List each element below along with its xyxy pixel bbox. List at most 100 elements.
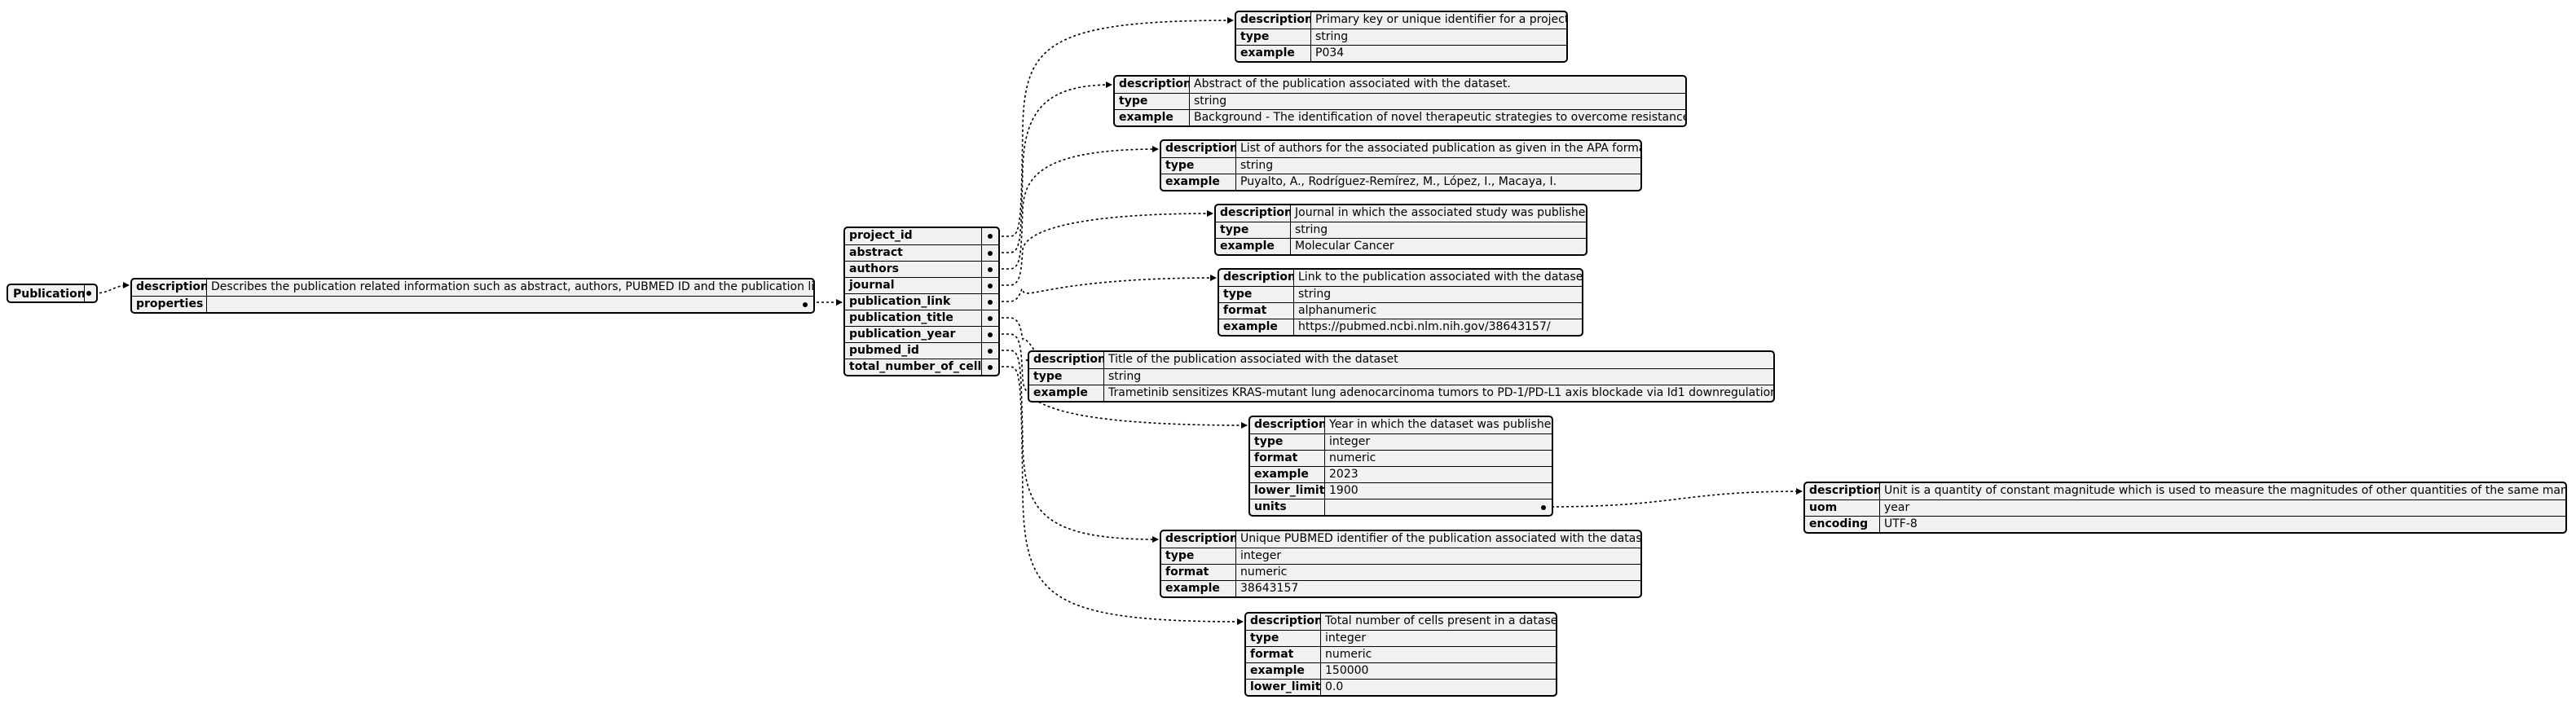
- detail-key: example: [1029, 385, 1104, 401]
- property-name: abstract: [845, 245, 982, 261]
- detail-key: format: [1250, 451, 1325, 466]
- detail-value: UTF-8: [1884, 517, 1918, 530]
- detail-key: lower_limit: [1246, 680, 1321, 695]
- detail-key: example: [1250, 467, 1325, 482]
- root-connector-dot: [86, 291, 91, 296]
- property-name: pubmed_id: [845, 343, 982, 359]
- detail-value: https://pubmed.ncbi.nlm.nih.gov/38643157…: [1298, 320, 1551, 333]
- property-name: authors: [845, 262, 982, 277]
- property-connector-dot: [988, 300, 993, 305]
- property-row-total-number-of-cells[interactable]: total_number_of_cells: [845, 359, 998, 375]
- detail-row-example: example https://pubmed.ncbi.nlm.nih.gov/3…: [1219, 319, 1582, 335]
- property-connector-dot: [988, 234, 993, 239]
- detail-key: description: [1246, 614, 1321, 630]
- publication-description-row: description Describes the publication re…: [132, 279, 813, 296]
- property-name: publication_year: [845, 327, 982, 342]
- detail-row-example: example Trametinib sensitizes KRAS-mutant…: [1029, 385, 1773, 401]
- detail-value: Trametinib sensitizes KRAS-mutant lung a…: [1108, 386, 1773, 399]
- detail-row-type: type string: [1219, 286, 1582, 302]
- detail-key: format: [1246, 647, 1321, 662]
- property-row-publication-year[interactable]: publication_year: [845, 326, 998, 342]
- detail-row-description: description Link to the publication assoc…: [1219, 270, 1582, 286]
- detail-value: Unit is a quantity of constant magnitude…: [1884, 484, 2565, 497]
- edge-journal: [992, 210, 1213, 286]
- property-name: total_number_of_cells: [845, 359, 982, 375]
- detail-value: Abstract of the publication associated w…: [1194, 77, 1511, 90]
- property-connector-dot: [988, 365, 993, 370]
- property-row-authors[interactable]: authors: [845, 261, 998, 277]
- property-name: journal: [845, 278, 982, 293]
- detail-key: description: [1805, 483, 1880, 499]
- detail-row-format: format alphanumeric: [1219, 302, 1582, 319]
- property-connector-dot: [988, 284, 993, 288]
- detail-value: Unique PUBMED identifier of the publicat…: [1240, 532, 1640, 545]
- detail-key: uom: [1805, 500, 1880, 516]
- detail-table-total-number-of-cells: description Total number of cells present…: [1244, 612, 1557, 697]
- edge-publication-link: [992, 275, 1217, 302]
- detail-table-publication-link: description Link to the publication assoc…: [1218, 268, 1583, 337]
- detail-key: type: [1236, 29, 1311, 45]
- detail-key: type: [1219, 287, 1294, 302]
- property-row-publication-title[interactable]: publication_title: [845, 310, 998, 326]
- publication-description-value: Describes the publication related inform…: [211, 280, 813, 293]
- detail-key: type: [1161, 548, 1236, 564]
- detail-table-project-id: description Primary key or unique identif…: [1235, 11, 1568, 63]
- detail-value: string: [1108, 370, 1142, 383]
- property-row-abstract[interactable]: abstract: [845, 244, 998, 261]
- property-connector-dot: [988, 251, 993, 256]
- property-row-pubmed-id[interactable]: pubmed_id: [845, 342, 998, 359]
- detail-key: description: [1216, 205, 1291, 222]
- detail-value: Link to the publication associated with …: [1298, 271, 1582, 284]
- detail-row-description: description Unit is a quantity of constan…: [1805, 483, 2565, 499]
- detail-value: Primary key or unique identifier for a p…: [1315, 13, 1566, 26]
- detail-key: example: [1219, 319, 1294, 335]
- detail-value: Title of the publication associated with…: [1108, 353, 1398, 366]
- edge-authors: [992, 146, 1159, 270]
- detail-key: type: [1029, 369, 1104, 385]
- detail-value: 1900: [1329, 484, 1358, 497]
- detail-key: description: [1236, 12, 1311, 29]
- detail-key: format: [1161, 565, 1236, 580]
- detail-key: example: [1236, 46, 1311, 61]
- detail-row-format: format numeric: [1246, 646, 1556, 662]
- publication-description-key: description: [132, 279, 207, 296]
- detail-key: format: [1219, 303, 1294, 319]
- detail-value: 0.0: [1325, 680, 1344, 693]
- detail-value: alphanumeric: [1298, 304, 1377, 317]
- property-row-project-id[interactable]: project_id: [845, 228, 998, 244]
- detail-key: type: [1115, 94, 1190, 109]
- property-connector-dot: [988, 316, 993, 321]
- property-connector-dot: [988, 349, 993, 354]
- detail-key: example: [1161, 581, 1236, 596]
- detail-value: string: [1298, 288, 1332, 301]
- root-node[interactable]: Publication: [7, 284, 98, 303]
- detail-value: Total number of cells present in a datas…: [1325, 614, 1556, 627]
- property-row-journal[interactable]: journal: [845, 277, 998, 293]
- property-row-publication-link[interactable]: publication_link: [845, 293, 998, 310]
- detail-row-description: description Total number of cells present…: [1246, 614, 1556, 630]
- detail-value: numeric: [1325, 648, 1372, 661]
- detail-key: description: [1219, 270, 1294, 286]
- detail-value: string: [1295, 223, 1328, 236]
- edge-project-id: [992, 17, 1234, 237]
- publication-properties-row: properties: [132, 296, 813, 312]
